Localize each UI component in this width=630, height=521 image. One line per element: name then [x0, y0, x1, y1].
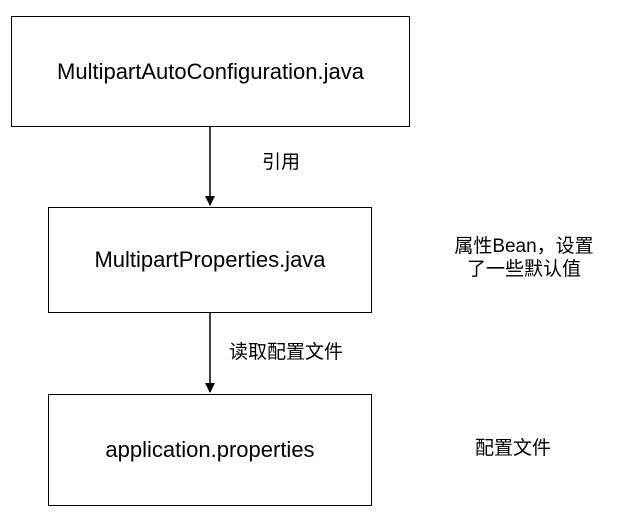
node-label: MultipartProperties.java	[94, 247, 326, 272]
annotation-properties-bean: 属性Bean，设置 了一些默认值	[438, 236, 610, 282]
node-application-properties: application.properties	[48, 394, 372, 506]
annotation-line: 属性Bean，设置	[454, 236, 594, 257]
annotation-line: 了一些默认值	[466, 258, 581, 280]
node-label: application.properties	[105, 437, 315, 462]
edge-label-reference: 引用	[262, 152, 301, 173]
edge-label-read-config: 读取配置文件	[229, 342, 344, 363]
node-label: MultipartAutoConfiguration.java	[57, 58, 364, 84]
node-multipart-auto-configuration: MultipartAutoConfiguration.java	[11, 16, 410, 127]
node-multipart-properties: MultipartProperties.java	[48, 207, 372, 313]
annotation-config-file: 配置文件	[475, 438, 552, 459]
